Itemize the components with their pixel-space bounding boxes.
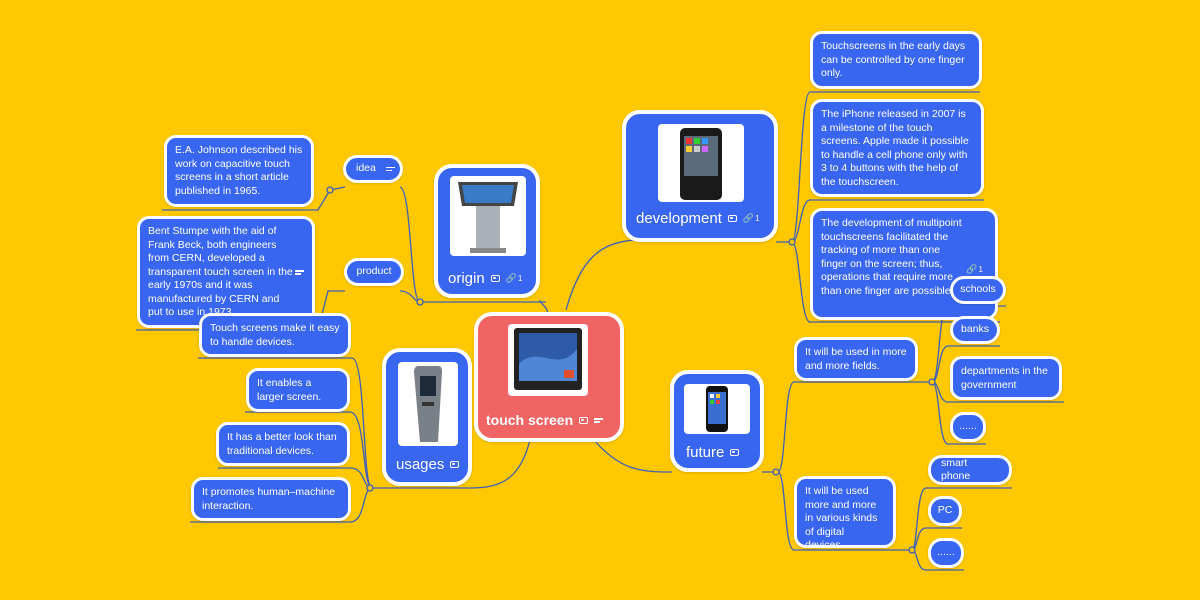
image-icon bbox=[730, 449, 740, 457]
collapse-dot-origin bbox=[416, 298, 424, 306]
touch-monitor-image bbox=[508, 324, 588, 396]
kiosk-image bbox=[398, 362, 458, 446]
notes-icon bbox=[385, 166, 396, 173]
usages-note-2[interactable]: It enables a larger screen. bbox=[246, 368, 350, 412]
connector-central-future bbox=[593, 439, 673, 473]
connector-central-development bbox=[565, 239, 641, 311]
collapse-dot-usages bbox=[366, 484, 374, 492]
link-icon[interactable]: 🔗1 bbox=[966, 264, 983, 274]
notes-icon bbox=[295, 269, 304, 276]
topic-development-label: development bbox=[636, 210, 722, 227]
usages-note-1[interactable]: Touch screens make it easy to handle dev… bbox=[199, 313, 351, 357]
development-note-2[interactable]: The iPhone released in 2007 is a milesto… bbox=[810, 99, 984, 197]
subtopic-product-label: product bbox=[356, 265, 392, 278]
link-icon[interactable]: 🔗1 bbox=[505, 273, 523, 283]
note-product[interactable]: Bent Stumpe with the aid of Frank Beck, … bbox=[137, 216, 315, 328]
future-item-smart-phone[interactable]: smart phone bbox=[928, 455, 1012, 485]
usages-note-4[interactable]: It promotes human–machine interaction. bbox=[191, 477, 351, 521]
development-note-1[interactable]: Touchscreens in the early days can be co… bbox=[810, 31, 982, 89]
image-icon bbox=[727, 215, 737, 223]
subtopic-product[interactable]: product bbox=[344, 258, 404, 286]
notes-icon bbox=[594, 417, 604, 424]
link-icon[interactable]: 🔗1 bbox=[742, 213, 760, 223]
future-note-2[interactable]: It will be used more and more in various… bbox=[794, 476, 896, 551]
topic-future-label: future bbox=[686, 444, 725, 461]
iphone-image bbox=[684, 384, 750, 434]
topic-future[interactable]: future bbox=[670, 370, 764, 472]
collapse-dot-idea bbox=[326, 186, 334, 194]
image-icon bbox=[450, 461, 460, 469]
future-item-more-devices[interactable]: ...... bbox=[928, 538, 964, 568]
note-idea[interactable]: E.A. Johnson described his work on capac… bbox=[164, 135, 314, 207]
connector-future-children bbox=[762, 381, 918, 473]
usages-note-3[interactable]: It has a better look than traditional de… bbox=[216, 422, 350, 466]
future-item-banks[interactable]: banks bbox=[950, 316, 1000, 344]
smartphone-image bbox=[658, 124, 744, 202]
kiosk-terminal-image bbox=[450, 176, 526, 256]
topic-usages[interactable]: usages bbox=[382, 348, 472, 486]
collapse-dot-development bbox=[788, 238, 796, 246]
future-item-pc[interactable]: PC bbox=[928, 496, 962, 526]
central-topic[interactable]: touch screen bbox=[474, 312, 624, 442]
future-note-1[interactable]: It will be used in more and more fields. bbox=[794, 337, 918, 381]
subtopic-idea-label: idea bbox=[356, 162, 376, 175]
topic-development[interactable]: development 🔗1 bbox=[622, 110, 778, 242]
connector-central-usages bbox=[469, 439, 531, 489]
image-icon bbox=[490, 275, 500, 283]
topic-origin-label: origin bbox=[448, 270, 485, 287]
future-item-more-fields[interactable]: ...... bbox=[950, 412, 986, 442]
image-icon bbox=[579, 417, 589, 425]
future-item-government[interactable]: departments in the government bbox=[950, 356, 1062, 400]
collapse-dot-future bbox=[772, 468, 780, 476]
development-note-3[interactable]: The development of multipoint touchscree… bbox=[810, 208, 998, 320]
topic-origin[interactable]: origin 🔗1 bbox=[434, 164, 540, 298]
future-item-schools[interactable]: schools bbox=[950, 276, 1006, 304]
topic-usages-label: usages bbox=[396, 456, 445, 473]
central-topic-label: touch screen bbox=[486, 412, 574, 428]
connector-origin-product bbox=[399, 290, 421, 303]
subtopic-idea[interactable]: idea bbox=[343, 155, 403, 183]
